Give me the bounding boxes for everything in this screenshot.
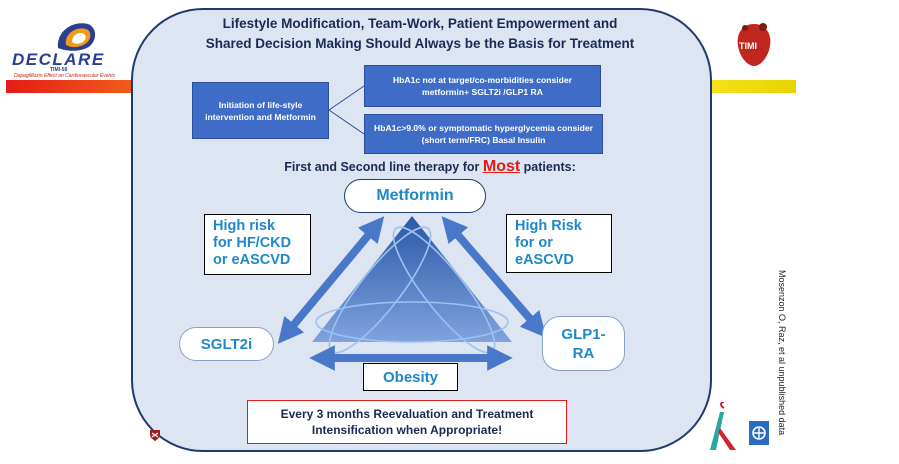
sglt2i-node: SGLT2i bbox=[179, 327, 274, 361]
obesity-node: Obesity bbox=[363, 363, 458, 391]
timi-logo-icon bbox=[737, 23, 771, 66]
title-line-2: Shared Decision Making Should Always be … bbox=[205, 36, 635, 51]
risk-ascvd-box: High Risk for or eASCVD bbox=[506, 214, 612, 273]
citation-text: Mosenzon O, Raz, et al unpublished data bbox=[777, 270, 787, 436]
glp1-line-2: RA bbox=[572, 344, 595, 362]
declare-logo-tagline: Dapagliflozin Effect on Cardiovascular E… bbox=[14, 73, 116, 79]
hba1c-not-target-box: HbA1c not at target/co-morbidities consi… bbox=[364, 65, 601, 107]
metformin-node: Metformin bbox=[344, 179, 486, 213]
hospital-logo-icon bbox=[749, 421, 769, 445]
connector-line-upper bbox=[328, 85, 365, 111]
hba1c-above-9-box: HbA1c>9.0% or symptomatic hyperglycemia … bbox=[364, 114, 603, 154]
risk-hf-ckd-box: High risk for HF/CKD or eASCVD bbox=[204, 214, 311, 275]
shield-emblem-icon bbox=[150, 430, 160, 441]
arrow-metformin-sglt2i bbox=[277, 216, 385, 344]
risk-hf-line-3: or eASCVD bbox=[213, 252, 291, 268]
subtitle-suffix: patients: bbox=[520, 160, 576, 174]
connector-line-lower bbox=[328, 109, 365, 135]
reevaluation-line-2: Intensification when Appropriate! bbox=[311, 423, 503, 437]
risk-hf-line-1: High risk bbox=[213, 218, 276, 234]
title-line-1: Lifestyle Modification, Team-Work, Patie… bbox=[222, 16, 618, 31]
institution-logo-icon bbox=[710, 402, 736, 450]
reevaluation-line-1: Every 3 months Reevaluation and Treatmen… bbox=[280, 407, 534, 421]
header-bar-red bbox=[6, 80, 156, 93]
risk-hf-line-2: for HF/CKD bbox=[213, 235, 292, 251]
timi-logo-text: TIMI bbox=[739, 41, 757, 51]
risk-ascvd-line-3: eASCVD bbox=[515, 252, 574, 268]
declare-logo-sub: TIMI-58 bbox=[50, 67, 68, 73]
header-bar-yellow bbox=[712, 80, 796, 93]
declare-logo-icon bbox=[57, 23, 96, 51]
initiation-box: Initiation of life-style intervention an… bbox=[192, 82, 329, 139]
glp1-ra-node: GLP1- RA bbox=[542, 316, 625, 371]
glp1-line-1: GLP1- bbox=[561, 325, 606, 343]
subtitle-emphasis: Most bbox=[482, 158, 521, 175]
subtitle-prefix: First and Second line therapy for bbox=[284, 160, 483, 174]
page-title: Lifestyle Modification, Team-Work, Patie… bbox=[150, 14, 690, 54]
risk-ascvd-line-1: High Risk bbox=[515, 218, 582, 234]
arrow-metformin-glp1 bbox=[441, 216, 547, 338]
risk-ascvd-line-2: for or bbox=[515, 235, 553, 251]
reevaluation-box: Every 3 months Reevaluation and Treatmen… bbox=[247, 400, 567, 444]
declare-logo-text: DECLARE bbox=[12, 50, 105, 69]
therapy-subtitle: First and Second line therapy for Most p… bbox=[150, 158, 710, 176]
